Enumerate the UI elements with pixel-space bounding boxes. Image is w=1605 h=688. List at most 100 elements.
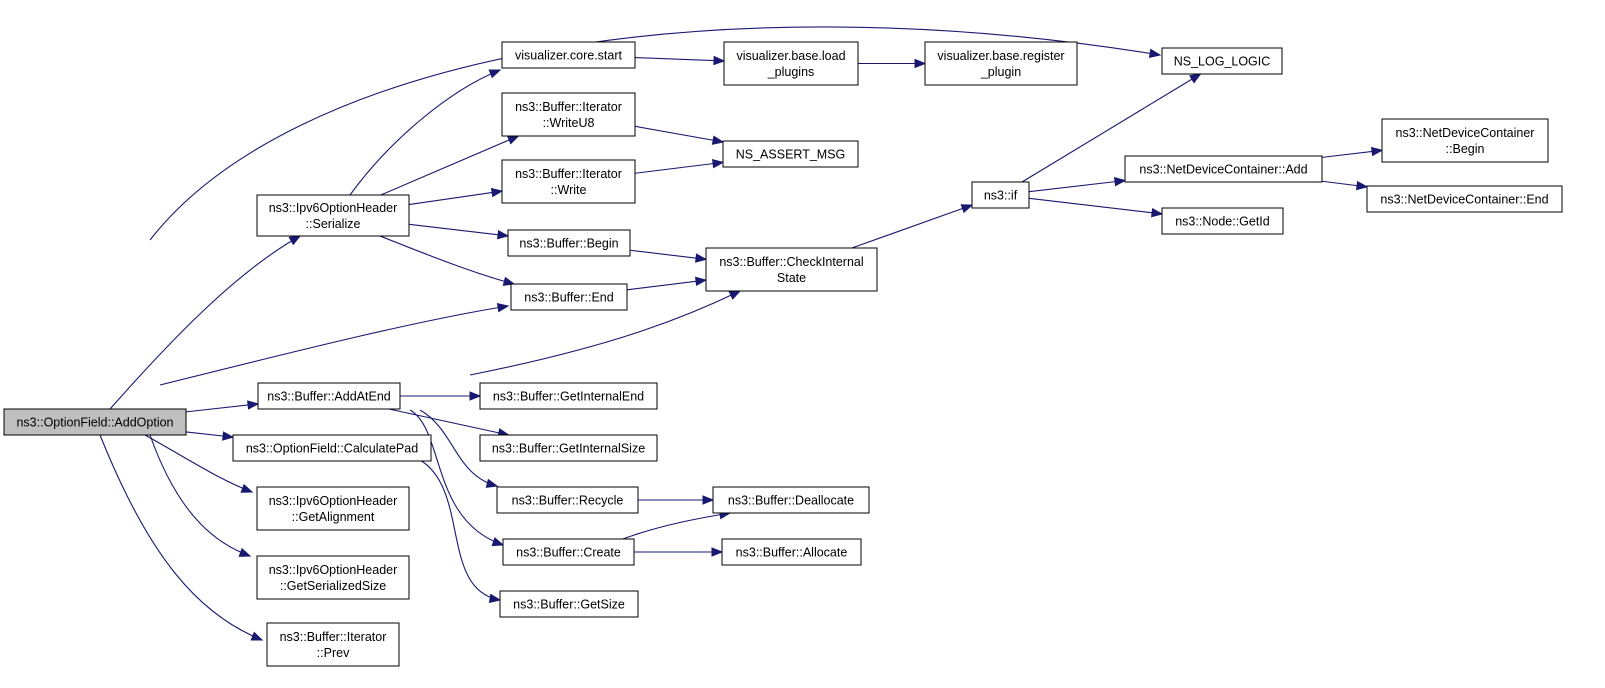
node-nsassert[interactable]: NS_ASSERT_MSG	[722, 140, 859, 168]
edge-write-to-nsassert-arrowhead	[711, 158, 725, 169]
edge-serialize-to-write-arrowhead	[490, 187, 504, 198]
node-box-addatend	[257, 382, 401, 410]
edge-addoption-to-getalign	[144, 434, 253, 493]
node-writeu8[interactable]: ns3::Buffer::Iterator::WriteU8	[501, 92, 636, 137]
node-box-nodegetid	[1161, 207, 1284, 235]
node-addatend[interactable]: ns3::Buffer::AddAtEnd	[257, 382, 401, 410]
node-getsersize[interactable]: ns3::Ipv6OptionHeader::GetSerializedSize	[256, 555, 410, 600]
node-recycle[interactable]: ns3::Buffer::Recycle	[496, 486, 639, 514]
node-begin[interactable]: ns3::Buffer::Begin	[507, 229, 631, 257]
edge-nsif-to-nslog	[1021, 73, 1201, 183]
node-ndcadd[interactable]: ns3::NetDeviceContainer::Add	[1124, 155, 1323, 183]
node-label-writeu8-line1: ns3::Buffer::Iterator	[515, 100, 622, 114]
node-nslog[interactable]: NS_LOG_LOGIC	[1161, 47, 1283, 75]
node-getalign[interactable]: ns3::Ipv6OptionHeader::GetAlignment	[256, 486, 410, 531]
node-box-serialize	[256, 194, 410, 237]
edge-writeu8-to-nsassert	[634, 125, 724, 143]
node-label-begin-line1: ns3::Buffer::Begin	[519, 237, 618, 251]
node-dealloc[interactable]: ns3::Buffer::Deallocate	[712, 486, 870, 514]
edge-serialize-to-begin-arrowhead	[497, 229, 510, 240]
node-serialize[interactable]: ns3::Ipv6OptionHeader::Serialize	[256, 194, 410, 237]
edge-addoption-to-prev-arrowhead	[250, 631, 264, 641]
nodes-layer: ns3::OptionField::AddOptionns3::Ipv6Opti…	[3, 41, 1563, 667]
edge-addatend-to-recycle	[419, 409, 498, 487]
node-prev[interactable]: ns3::Buffer::Iterator::Prev	[266, 622, 400, 667]
node-label-getalign-line2: ::GetAlignment	[292, 510, 375, 524]
node-label-vloadplugins-line1: visualizer.base.load	[736, 49, 845, 63]
node-nsif[interactable]: ns3::if	[971, 181, 1030, 209]
node-ndcend[interactable]: ns3::NetDeviceContainer::End	[1366, 185, 1563, 213]
node-box-end	[510, 283, 628, 311]
edge-end-to-checkint	[626, 279, 707, 291]
node-label-write-line1: ns3::Buffer::Iterator	[515, 167, 622, 181]
edge-serialize-to-end	[379, 235, 515, 285]
edge-serialize-to-writeu8	[380, 135, 519, 196]
edge-addatend-to-getintsize	[388, 408, 509, 436]
edge-addoption-to-addatend-arrowhead	[247, 400, 260, 410]
node-calcpad[interactable]: ns3::OptionField::CalculatePad	[232, 434, 432, 462]
node-getsize[interactable]: ns3::Buffer::GetSize	[499, 590, 639, 618]
node-label-nslog-line1: NS_LOG_LOGIC	[1174, 55, 1271, 69]
node-label-getsize-line1: ns3::Buffer::GetSize	[513, 598, 625, 612]
node-vcorestart[interactable]: visualizer.core.start	[501, 41, 636, 69]
edge-addatend-to-checkint-arrowhead	[728, 290, 742, 300]
edge-begin-to-checkint-arrowhead	[695, 253, 708, 263]
node-label-vcorestart-line1: visualizer.core.start	[515, 49, 623, 63]
node-label-getsersize-line1: ns3::Ipv6OptionHeader	[269, 563, 398, 577]
node-ndcbegin[interactable]: ns3::NetDeviceContainer::Begin	[1381, 118, 1549, 163]
edge-calcpad-to-getsize	[419, 459, 501, 601]
edge-nsif-to-nslog-arrowhead	[1189, 73, 1202, 84]
edge-addatend-to-recycle-arrowhead	[485, 478, 499, 488]
node-label-getalign-line1: ns3::Ipv6OptionHeader	[269, 494, 398, 508]
node-label-write-line2: ::Write	[551, 183, 587, 197]
node-box-getintsize	[479, 434, 658, 462]
node-box-writeu8	[501, 92, 636, 137]
node-label-vregplugin-line2: _plugin	[980, 65, 1021, 79]
edge-ndcadd-to-ndcbegin-arrowhead	[1371, 146, 1384, 157]
node-label-dealloc-line1: ns3::Buffer::Deallocate	[728, 494, 854, 508]
node-box-dealloc	[712, 486, 870, 514]
node-write[interactable]: ns3::Buffer::Iterator::Write	[501, 159, 636, 204]
edge-vcorestart-to-vloadplugins	[634, 56, 725, 62]
node-box-ndcbegin	[1381, 118, 1549, 163]
node-box-write	[501, 159, 636, 204]
node-label-checkint-line1: ns3::Buffer::CheckInternal	[719, 255, 863, 269]
node-label-vloadplugins-line2: _plugins	[767, 65, 815, 79]
edge-addoption-to-end	[159, 305, 509, 386]
node-label-end-line1: ns3::Buffer::End	[524, 291, 613, 305]
edge-serialize-to-writeu8-arrowhead	[506, 135, 520, 145]
node-nodegetid[interactable]: ns3::Node::GetId	[1161, 207, 1284, 235]
edge-addoption-to-calcpad-arrowhead	[222, 431, 235, 441]
node-box-create	[502, 538, 635, 566]
node-create[interactable]: ns3::Buffer::Create	[502, 538, 635, 566]
node-box-vcorestart	[501, 41, 636, 69]
edge-addoption-to-nslog-arrowhead	[1148, 48, 1162, 58]
node-label-ndcend-line1: ns3::NetDeviceContainer::End	[1380, 193, 1548, 207]
node-label-serialize-line2: ::Serialize	[306, 217, 361, 231]
edge-write-to-nsassert	[634, 161, 724, 174]
edge-calcpad-to-getsize-arrowhead	[488, 593, 502, 603]
node-label-checkint-line2: State	[777, 271, 806, 285]
edge-vcorestart-to-vloadplugins-arrowhead	[713, 55, 726, 66]
node-box-getintend	[479, 382, 658, 410]
node-getintsize[interactable]: ns3::Buffer::GetInternalSize	[479, 434, 658, 462]
node-label-prev-line2: ::Prev	[317, 646, 350, 660]
node-label-serialize-line1: ns3::Ipv6OptionHeader	[269, 201, 398, 215]
node-box-getsize	[499, 590, 639, 618]
node-addoption[interactable]: ns3::OptionField::AddOption	[3, 408, 187, 436]
node-box-vloadplugins	[723, 41, 859, 86]
edge-nsif-to-ndcadd	[1028, 179, 1126, 193]
node-getintend[interactable]: ns3::Buffer::GetInternalEnd	[479, 382, 658, 410]
node-label-prev-line1: ns3::Buffer::Iterator	[280, 630, 387, 644]
node-end[interactable]: ns3::Buffer::End	[510, 283, 628, 311]
node-vloadplugins[interactable]: visualizer.base.load _plugins	[723, 41, 859, 86]
node-box-nsassert	[722, 140, 859, 168]
node-vregplugin[interactable]: visualizer.base.register_plugin	[924, 41, 1078, 86]
edge-addatend-to-create	[409, 409, 504, 546]
node-label-getintsize-line1: ns3::Buffer::GetInternalSize	[492, 442, 645, 456]
node-alloc[interactable]: ns3::Buffer::Allocate	[721, 538, 862, 566]
edge-addatend-to-getintend-arrowhead	[469, 391, 482, 401]
edge-addoption-to-serialize-arrowhead	[288, 235, 302, 246]
node-box-nsif	[971, 181, 1030, 209]
